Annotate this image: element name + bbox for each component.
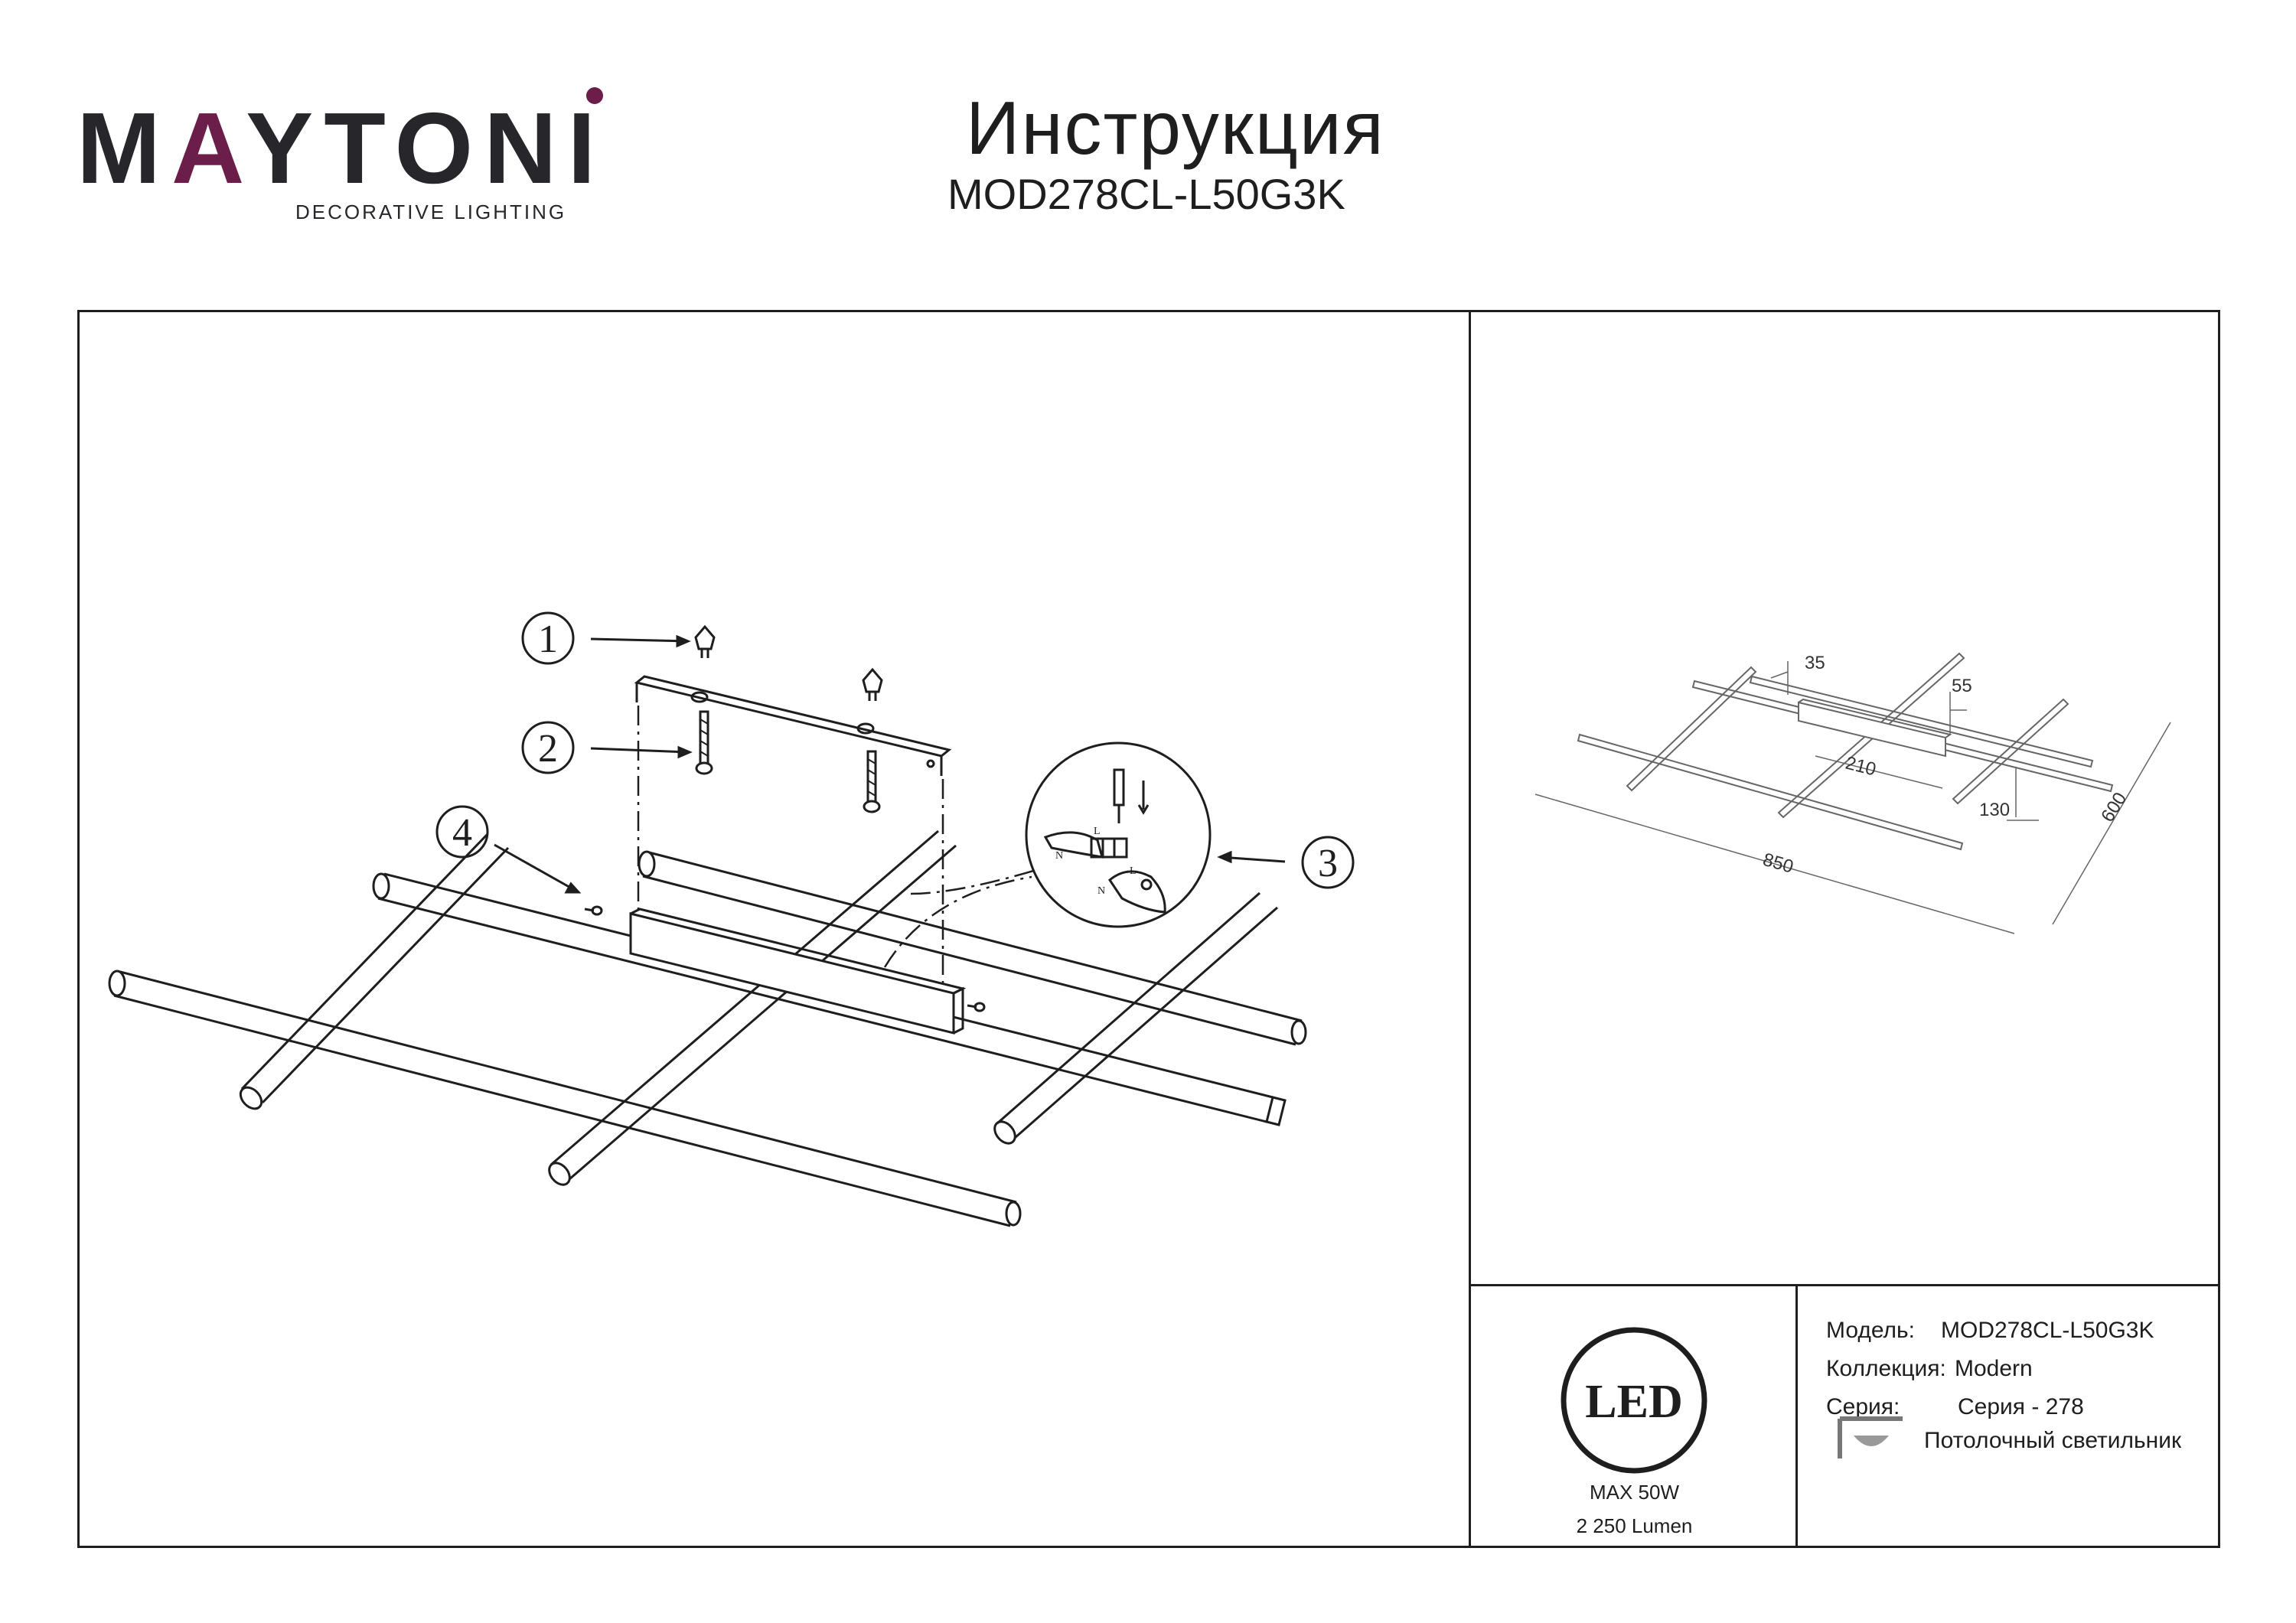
callout-2: 2 (521, 721, 693, 774)
frame-divider-vertical (1469, 310, 1471, 1548)
svg-text:35: 35 (1805, 653, 1825, 673)
model-value: MOD278CL-L50G3K (1941, 1318, 2154, 1343)
driver-housing (629, 908, 967, 1035)
svg-text:L: L (1094, 826, 1101, 837)
wiring-detail (1025, 741, 1212, 928)
frame-divider-horizontal (1469, 1284, 2220, 1286)
led-lumen: 2 250 Lumen (1576, 1514, 1693, 1537)
long-bar-top (638, 850, 1307, 1046)
svg-text:130: 130 (1979, 800, 2010, 820)
dowel-right (862, 667, 883, 701)
callout-4: 4 (435, 805, 582, 894)
mounting-bracket (634, 675, 952, 776)
dimension-values: 35 55 210 130 850 600 (1760, 653, 2131, 878)
type-value: Потолочный светильник (1924, 1428, 2182, 1453)
dowel-left (694, 624, 716, 658)
cross-bar-left (239, 833, 510, 1110)
document-model: MOD278CL-L50G3K (947, 170, 1345, 218)
svg-text:N: N (1097, 885, 1105, 897)
screw-right (863, 750, 881, 813)
callout-3: 3 (1217, 836, 1355, 889)
long-bar-bottom (108, 970, 1022, 1227)
terminal-labels: L N L N (1055, 826, 1137, 897)
brand-subtitle: DECORATIVE LIGHTING (295, 200, 567, 223)
ceiling-lamp-icon (1838, 1416, 1903, 1458)
led-icon: LED (1561, 1327, 1707, 1474)
dimension-lines (1534, 661, 2171, 934)
document-title: Инструкция (966, 86, 1385, 170)
guide-lines (637, 706, 1049, 989)
assembly-drawing: L N L N 1 2 3 4 (108, 611, 1355, 1227)
svg-text:600: 600 (2097, 789, 2131, 826)
svg-text:55: 55 (1952, 676, 1972, 696)
svg-text:1: 1 (538, 618, 558, 661)
series-value: Серия - 278 (1958, 1394, 2084, 1419)
model-label: Модель: (1826, 1318, 1916, 1343)
svg-text:3: 3 (1318, 842, 1338, 885)
series-label: Серия: (1826, 1394, 1900, 1419)
svg-text:2: 2 (538, 727, 558, 771)
collection-label: Коллекция: (1826, 1356, 1946, 1381)
side-screw-left (584, 905, 603, 916)
svg-text:L: L (1130, 865, 1137, 877)
side-screw-right (967, 1002, 986, 1012)
brand-logo: MAYTONI (77, 87, 606, 199)
dimension-drawing: 35 55 210 130 850 600 (1534, 652, 2171, 934)
callout-1: 1 (521, 611, 691, 665)
screw-left (695, 710, 713, 775)
cross-bar-right (993, 891, 1278, 1145)
svg-text:N: N (1055, 850, 1063, 862)
svg-text:210: 210 (1844, 753, 1878, 781)
info-divider (1795, 1284, 1798, 1548)
svg-text:850: 850 (1760, 849, 1795, 878)
dimension-fixture (1577, 652, 2114, 851)
led-power: MAX 50W (1589, 1481, 1680, 1504)
brand-accent-dot (586, 87, 604, 104)
svg-text:4: 4 (452, 811, 472, 855)
collection-value: Modern (1955, 1356, 2033, 1381)
cross-bar-center (548, 829, 957, 1186)
svg-text:LED: LED (1585, 1376, 1682, 1428)
led-specs: MAX 50W 2 250 Lumen (1471, 1475, 1798, 1543)
drawing-frame (77, 310, 2220, 1548)
